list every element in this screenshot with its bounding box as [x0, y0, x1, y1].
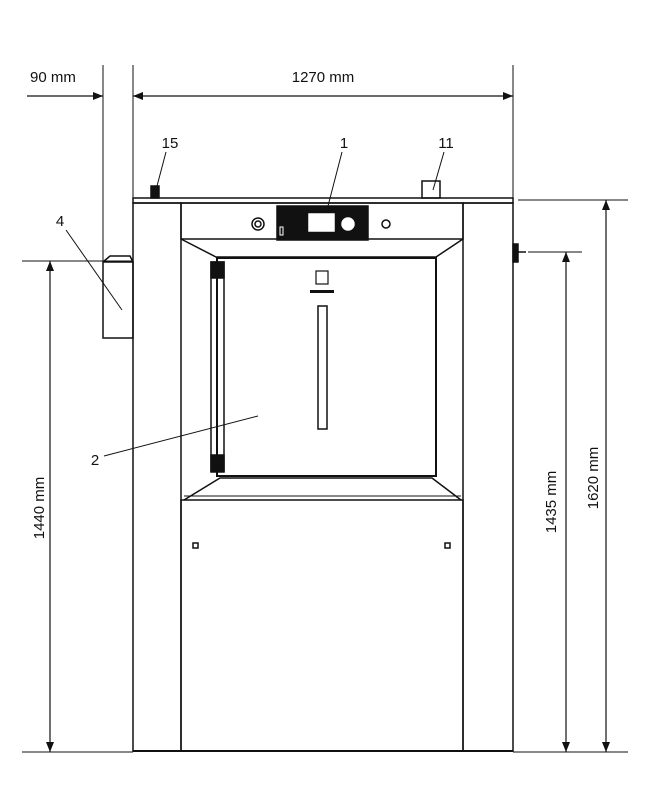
callout-2: 2 [91, 452, 99, 469]
machine-body [102, 180, 526, 752]
callout-1: 1 [340, 135, 348, 152]
screw-left [192, 542, 199, 549]
dim-width: 1270 mm [292, 69, 355, 86]
logo-icon [315, 270, 329, 285]
dimension-lines [27, 92, 610, 752]
callout-11: 11 [438, 135, 454, 152]
dim-height-mid: 1435 mm [543, 471, 560, 534]
screw-right [444, 542, 451, 549]
right-column [462, 202, 514, 752]
door [216, 257, 437, 477]
button-left-icon [251, 217, 265, 231]
lower-panel [180, 499, 464, 752]
callout-15: 15 [162, 135, 179, 152]
left-column [132, 202, 182, 752]
control-knob [341, 217, 355, 231]
component-15 [150, 185, 160, 199]
component-11 [421, 180, 441, 199]
door-handle [317, 305, 328, 430]
display-screen [308, 213, 335, 232]
callout-4: 4 [56, 213, 64, 230]
extension-lines [22, 65, 628, 753]
dim-offset-left: 90 mm [30, 69, 76, 86]
dim-height-left: 1440 mm [31, 477, 48, 540]
button-right-icon [381, 219, 391, 229]
component-4 [102, 261, 134, 339]
dim-height-total: 1620 mm [585, 447, 602, 510]
